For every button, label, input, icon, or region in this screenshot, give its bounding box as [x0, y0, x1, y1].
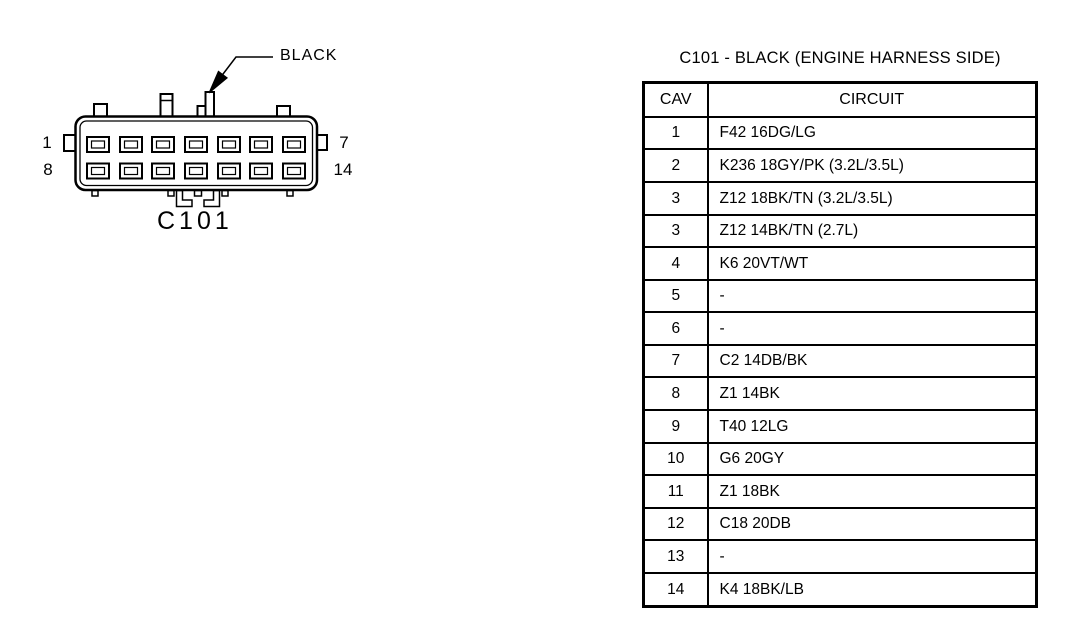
pin-cavity-slot: [221, 166, 237, 176]
pin-cavity: [119, 136, 143, 153]
cav-cell: 3: [642, 181, 709, 216]
pin-cavity: [184, 136, 208, 153]
circuit-cell: Z12 14BK/TN (2.7L): [706, 213, 1038, 249]
cav-cell: 1: [642, 115, 709, 151]
pin-number-top-right: 7: [339, 133, 349, 152]
connector-foot: [221, 189, 229, 197]
pin-cavity-slot: [188, 140, 204, 149]
table-row: 7 C2 14DB/BK: [642, 343, 1038, 379]
table-row: 6 -: [642, 311, 1038, 346]
connector-name-label: C101: [157, 207, 233, 235]
table-row: 10 G6 20GY: [642, 441, 1038, 477]
cav-cell: 7: [642, 343, 709, 379]
cav-cell: 8: [642, 376, 709, 411]
header-circuit: CIRCUIT: [706, 81, 1038, 118]
circuit-cell: Z1 18BK: [706, 474, 1038, 509]
connector-diagram: [63, 56, 328, 208]
table-row: 11 Z1 18BK: [642, 474, 1038, 509]
table-row: 4 K6 20VT/WT: [642, 246, 1038, 281]
circuit-cell: -: [706, 311, 1038, 346]
pin-number-top-left: 1: [42, 133, 52, 152]
cav-cell: 11: [642, 474, 709, 509]
pin-cavity-slot: [286, 140, 302, 149]
table-row: 3 Z12 14BK/TN (2.7L): [642, 213, 1038, 249]
pin-cavity: [119, 162, 143, 180]
connector-latch-hook-right: [203, 189, 221, 208]
circuit-cell: Z12 18BK/TN (3.2L/3.5L): [706, 181, 1038, 216]
connector-foot: [286, 189, 294, 197]
table-title: C101 - BLACK (ENGINE HARNESS SIDE): [679, 49, 1001, 67]
cav-cell: 14: [642, 571, 709, 608]
pin-cavity-slot: [155, 166, 171, 176]
pin-cavity: [249, 162, 273, 180]
circuit-cell: K236 18GY/PK (3.2L/3.5L): [706, 148, 1038, 184]
circuit-cell: -: [706, 278, 1038, 314]
black-callout-arrow-icon: [208, 70, 229, 94]
circuit-cell: C18 20DB: [706, 506, 1038, 542]
table-row: 8 Z1 14BK: [642, 376, 1038, 411]
pin-number-bottom-left: 8: [43, 160, 53, 179]
pin-cavity-slot: [123, 140, 139, 149]
table-header-row: CAV CIRCUIT: [642, 81, 1038, 118]
pin-cavity-slot: [188, 166, 204, 176]
connector-top-tab: [204, 91, 215, 119]
pin-cavity: [217, 162, 241, 180]
pin-cavity: [86, 162, 110, 180]
pin-cavity: [282, 136, 306, 153]
connector-foot: [193, 189, 203, 197]
circuit-cell: K6 20VT/WT: [706, 246, 1038, 281]
pin-cavity-slot: [221, 140, 237, 149]
cav-cell: 5: [642, 278, 709, 314]
table-row: 12 C18 20DB: [642, 506, 1038, 542]
connector-top-tab: [159, 93, 174, 119]
pin-cavity-slot: [253, 166, 269, 176]
connector-latch-hook-left: [175, 189, 193, 208]
cav-cell: 10: [642, 441, 709, 477]
connector-body-inner-line: [79, 120, 314, 187]
circuit-cell: F42 16DG/LG: [706, 115, 1038, 151]
pin-cavity-slot: [155, 140, 171, 149]
table-row: 2 K236 18GY/PK (3.2L/3.5L): [642, 148, 1038, 184]
circuit-cell: C2 14DB/BK: [706, 343, 1038, 379]
circuit-cell: Z1 14BK: [706, 376, 1038, 411]
pin-cavity: [184, 162, 208, 180]
circuit-cell: G6 20GY: [706, 441, 1038, 477]
pin-cavity: [86, 136, 110, 153]
table-row: 1 F42 16DG/LG: [642, 115, 1038, 151]
connector-foot: [91, 189, 99, 197]
pin-cavity-slot: [286, 166, 302, 176]
cav-cell: 6: [642, 311, 709, 346]
header-cav: CAV: [642, 81, 709, 118]
pin-number-bottom-right: 14: [333, 160, 353, 179]
table-row: 13 -: [642, 539, 1038, 574]
cav-cell: 9: [642, 408, 709, 444]
cav-cell: 3: [642, 213, 709, 249]
circuit-cell: T40 12LG: [706, 408, 1038, 444]
cav-cell: 4: [642, 246, 709, 281]
cav-cell: 12: [642, 506, 709, 542]
pin-cavity: [217, 136, 241, 153]
cav-cell: 13: [642, 539, 709, 574]
table-row: 5 -: [642, 278, 1038, 314]
connector-foot: [167, 189, 175, 197]
table-row: 9 T40 12LG: [642, 408, 1038, 444]
pin-cavity: [151, 136, 175, 153]
circuit-cell: -: [706, 539, 1038, 574]
black-callout-leader-line: [219, 56, 273, 79]
connector-color-label: BLACK: [280, 47, 338, 64]
pin-cavity: [282, 162, 306, 180]
table-row: 3 Z12 18BK/TN (3.2L/3.5L): [642, 181, 1038, 216]
pin-cavity-slot: [253, 140, 269, 149]
pin-cavity-slot: [90, 140, 106, 149]
table-row: 14 K4 18BK/LB: [642, 571, 1038, 608]
pin-cavity-slot: [90, 166, 106, 176]
pin-cavity: [151, 162, 175, 180]
pin-cavity-slot: [123, 166, 139, 176]
cav-cell: 2: [642, 148, 709, 184]
pinout-table: CAV CIRCUIT 1 F42 16DG/LG 2 K236 18GY/PK…: [642, 81, 1038, 608]
circuit-cell: K4 18BK/LB: [706, 571, 1038, 608]
pin-cavity: [249, 136, 273, 153]
